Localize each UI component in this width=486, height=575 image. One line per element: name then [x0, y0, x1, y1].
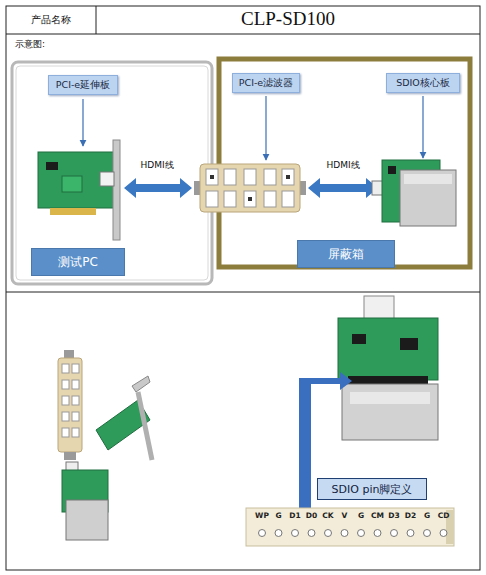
section-note: 示意图: [15, 40, 45, 50]
page-frame [6, 6, 480, 570]
callout-box: SDIO pin脚定义 [317, 478, 427, 500]
pin-name: D3 [388, 512, 399, 520]
table-rule [96, 6, 97, 34]
sdio-board [372, 160, 456, 226]
shield-region [219, 59, 470, 267]
pin-name: V [342, 512, 348, 520]
node-text: PCI-e延伸板 [56, 79, 110, 92]
pin-name: CM [371, 512, 384, 520]
table-cell: CLP-SD100 [241, 9, 335, 30]
node-text: SDIO pin脚定义 [332, 482, 413, 497]
product-photo [58, 350, 152, 540]
table-rule [6, 34, 480, 35]
pcie-board [38, 140, 120, 240]
leader-arrow [422, 96, 423, 158]
node-text: 屏蔽箱 [328, 246, 364, 263]
leader-arrow [82, 99, 83, 146]
pc-region [16, 66, 208, 280]
pcie-filter [194, 164, 306, 212]
node-text: PCI-e滤波器 [239, 77, 293, 90]
pin-name: CD [438, 512, 450, 520]
pin-name: G [358, 512, 364, 520]
group-label-box: 测试PC [31, 248, 125, 276]
pin-name: G [424, 512, 430, 520]
table-cell: 产品名称 [31, 14, 71, 25]
pin-name: CK [322, 512, 333, 520]
cable-label: HDMI线 [326, 161, 359, 171]
part-label-box: PCI-e延伸板 [48, 75, 118, 95]
pin-name: D0 [306, 512, 317, 520]
pin-strip [246, 508, 454, 546]
cable-label: HDMI线 [140, 161, 173, 171]
part-label-box: SDIO核心板 [386, 73, 460, 93]
pin-name: G [275, 512, 281, 520]
pin-name: D2 [405, 512, 416, 520]
group-label-box: 屏蔽箱 [297, 240, 395, 268]
node-text: SDIO核心板 [396, 77, 450, 90]
hdmi-arrow [308, 178, 378, 198]
pc-region [12, 62, 212, 284]
pin-name: WP [255, 512, 269, 520]
leader-arrow [265, 96, 266, 160]
pin-name: D1 [289, 512, 300, 520]
hdmi-arrow [124, 178, 192, 198]
node-text: 测试PC [58, 254, 98, 271]
part-label-box: PCI-e滤波器 [232, 73, 300, 93]
table-rule [6, 292, 480, 293]
sdio-board-large [338, 296, 438, 440]
